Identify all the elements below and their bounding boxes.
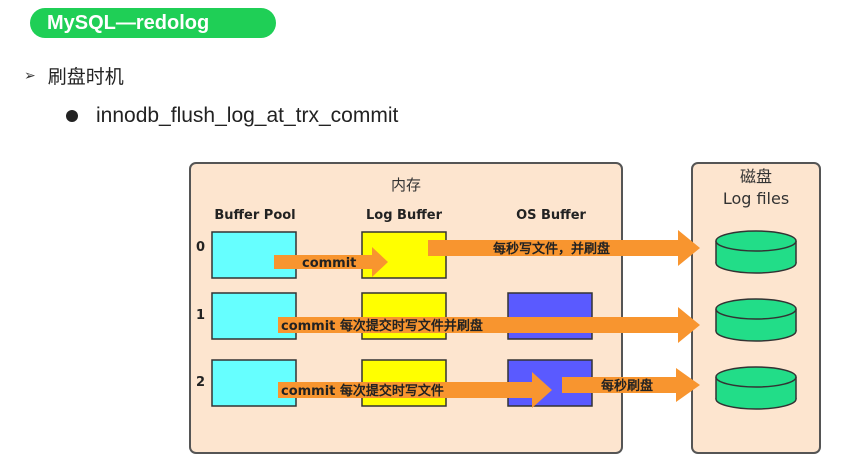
- disk-cylinder-0: [715, 230, 797, 274]
- bullet-text-flush-timing: 刷盘时机: [47, 66, 124, 88]
- column-header-os-buffer: OS Buffer: [516, 208, 586, 223]
- label-row0-commit: commit: [302, 256, 356, 271]
- label-row2-flush: 每秒刷盘: [601, 378, 653, 394]
- arrow-row0-commit: [274, 247, 388, 277]
- arrow-row2-flush: [562, 368, 700, 402]
- row-index-0: 0: [196, 240, 205, 255]
- column-header-log-buffer: Log Buffer: [366, 208, 443, 223]
- bullet-text-param: innodb_flush_log_at_trx_commit: [96, 104, 399, 127]
- arrow-row1: [278, 307, 700, 343]
- disk-cylinder-2: [715, 366, 797, 410]
- dot-bullet-icon: [66, 110, 78, 122]
- disk-label: 磁盘: [740, 167, 772, 186]
- row-index-2: 2: [196, 375, 205, 390]
- arrow-row0-flush: [428, 230, 700, 266]
- label-row1: commit 每次提交时写文件并刷盘: [281, 318, 483, 334]
- section-title: MySQL—redolog: [30, 8, 276, 38]
- arrow-row2-write: [278, 372, 552, 408]
- memory-label: 内存: [391, 176, 421, 194]
- row-index-1: 1: [196, 308, 205, 323]
- arrow-bullet-icon: ➢: [24, 67, 36, 84]
- label-row2-write: commit 每次提交时写文件: [281, 383, 444, 399]
- column-header-buffer-pool: Buffer Pool: [214, 208, 295, 223]
- bullet-level-2: innodb_flush_log_at_trx_commit: [66, 104, 398, 128]
- bullet-level-1: ➢ 刷盘时机: [24, 62, 124, 89]
- log-files-label: Log files: [723, 189, 789, 208]
- disk-cylinder-1: [715, 298, 797, 342]
- label-row0-flush: 每秒写文件，并刷盘: [493, 241, 610, 257]
